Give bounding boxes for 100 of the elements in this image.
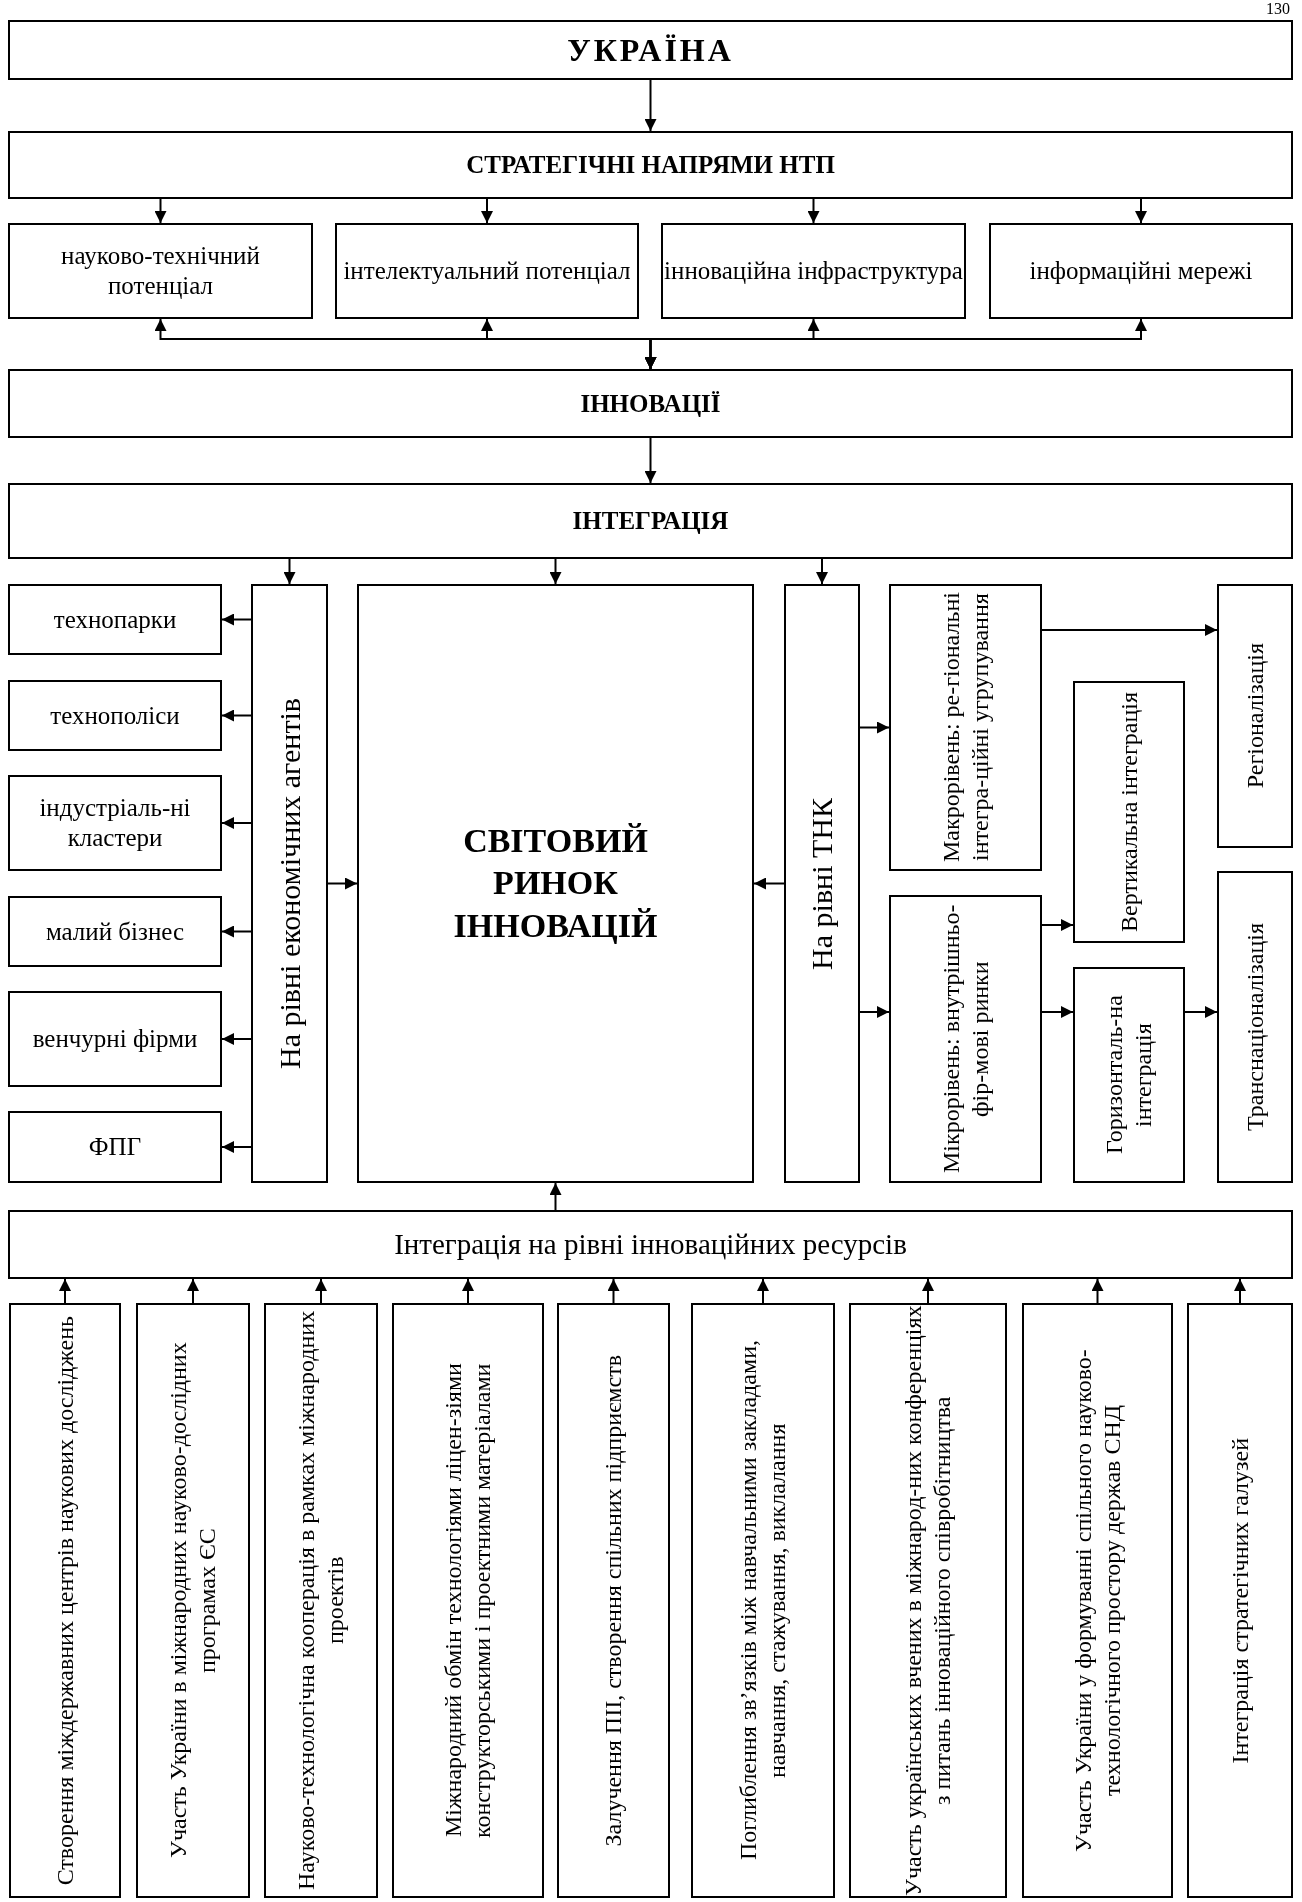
arrow: [757, 1278, 769, 1304]
arrow: [283, 558, 296, 585]
process-box: [8, 1111, 222, 1183]
process-box: [264, 1303, 378, 1898]
arrow: [859, 1006, 890, 1018]
process-box: [8, 20, 1293, 80]
box-label: Регіоналізація: [1240, 643, 1269, 789]
process-box: [557, 1303, 670, 1898]
arrow: [315, 1278, 327, 1304]
box-label: венчурні фірми: [32, 1024, 198, 1054]
process-box: [8, 775, 222, 871]
box-label: Участь українських вчених в міжнарод-них конференціях з питань інноваційного співробітництва: [899, 1305, 956, 1896]
process-box: [1217, 584, 1293, 848]
process-box: [335, 223, 639, 319]
arrow: [327, 877, 358, 890]
arrow: [1135, 198, 1147, 224]
box-label: ІНТЕГРАЦІЯ: [572, 506, 729, 536]
arrow: [1184, 1006, 1218, 1018]
process-box: [8, 369, 1293, 438]
box-label: технопарки: [53, 604, 177, 635]
arrow: [481, 198, 493, 224]
box-label: Транснаціоналізація: [1240, 923, 1269, 1131]
box-label: Міжнародний обмін технологіями ліцен-зіями конструкторськими і проектними матеріалами: [439, 1362, 496, 1840]
arrow: [221, 1141, 252, 1153]
box-label: інтелектуальний потенціал: [343, 256, 631, 286]
process-box: [1073, 967, 1185, 1183]
arrow: [859, 721, 890, 734]
process-box: [8, 584, 222, 655]
box-label: Горизонталь-на інтеграція: [1100, 994, 1157, 1157]
arrow: [221, 925, 252, 938]
box-label: Мікрорівень: внутрішньо-фір-мові ринки: [936, 903, 994, 1176]
process-box: [357, 584, 754, 1183]
arrow: [59, 1278, 71, 1304]
box-label: Інтеграція стратегічних галузей: [1225, 1437, 1254, 1764]
arrow: [549, 558, 562, 585]
arrow: [922, 1278, 934, 1304]
arrow: [644, 437, 657, 484]
process-box: [691, 1303, 835, 1898]
arrow: [187, 1278, 199, 1304]
box-label: Науково-технологічна кооперація в рамках міжнародних проектів: [292, 1309, 349, 1893]
process-box: [661, 223, 966, 319]
box-label: Створення міждержавних центрів наукових досліджень: [50, 1315, 79, 1886]
process-box: [1022, 1303, 1173, 1898]
process-box: [8, 131, 1293, 199]
box-label: Участь України в міжнародних науково-дослідних програмах ЄС: [164, 1341, 221, 1861]
process-box: [9, 1303, 121, 1898]
arrow: [807, 198, 820, 224]
box-label: Поглиблення зв’язків між навчальними закладами, навчання, стажування, виклалання: [734, 1339, 791, 1863]
process-box: [989, 223, 1293, 319]
box-label: Участь України у формуванні спільного науково-технологічного простору держав СНД: [1068, 1348, 1126, 1854]
process-box: [392, 1303, 544, 1898]
arrow: [1041, 919, 1074, 931]
process-box: [1073, 681, 1185, 943]
box-label: На рівні економічних агентів: [271, 698, 307, 1069]
box-label: Макрорівень: ре-гіональні інтегра-ційні угрупування: [936, 591, 994, 865]
arrow: [816, 558, 828, 585]
arrow: [221, 613, 252, 626]
process-box: [1187, 1303, 1293, 1898]
process-box: [136, 1303, 250, 1898]
arrow: [221, 709, 252, 722]
arrow: [221, 1033, 252, 1045]
box-label: інформаційні мережі: [1029, 256, 1253, 286]
arrow: [1091, 1278, 1104, 1304]
process-box: [8, 991, 222, 1087]
box-label: Вертикальна інтеграція: [1114, 692, 1143, 932]
process-box: [849, 1303, 1007, 1898]
process-box: [8, 223, 313, 319]
arrow: [1234, 1278, 1246, 1304]
arrow: [644, 318, 1147, 370]
arrow: [607, 1278, 620, 1304]
box-label: ІННОВАЦІЇ: [580, 388, 721, 419]
process-box: [251, 584, 328, 1183]
page-number: 130: [1266, 0, 1290, 18]
process-box: [8, 896, 222, 967]
arrow: [1041, 624, 1218, 636]
process-box: [8, 680, 222, 751]
box-label: малий бізнес: [45, 916, 185, 947]
box-label: Інтеграція на рівні інноваційних ресурсів: [394, 1227, 907, 1262]
arrow: [753, 877, 785, 890]
box-label: науково-технічний потенціал: [60, 241, 261, 301]
box-label: індустріаль-ні кластери: [38, 793, 192, 853]
box-label: СВІТОВИЙ РИНОК ІННОВАЦІЙ: [452, 820, 659, 946]
process-box: [8, 1210, 1293, 1279]
box-label: На рівні ТНК: [804, 797, 839, 970]
box-label: СТРАТЕГІЧНІ НАПРЯМИ НТП: [466, 150, 835, 180]
arrow: [644, 79, 657, 132]
arrow: [549, 1182, 562, 1211]
box-label: інноваційна інфраструктура: [664, 256, 963, 286]
process-box: [8, 483, 1293, 559]
box-label: технополіси: [50, 700, 180, 731]
arrow: [221, 817, 252, 829]
process-box: [889, 584, 1042, 871]
arrow: [1041, 1006, 1074, 1018]
process-box: [784, 584, 860, 1183]
arrow: [154, 198, 167, 224]
box-label: ФПГ: [88, 1132, 142, 1162]
process-box: [1217, 871, 1293, 1183]
process-box: [889, 895, 1042, 1183]
box-label: Залучення ПІІ, створення спільних підприємств: [599, 1354, 628, 1847]
box-label: УКРАЇНА: [567, 30, 734, 70]
